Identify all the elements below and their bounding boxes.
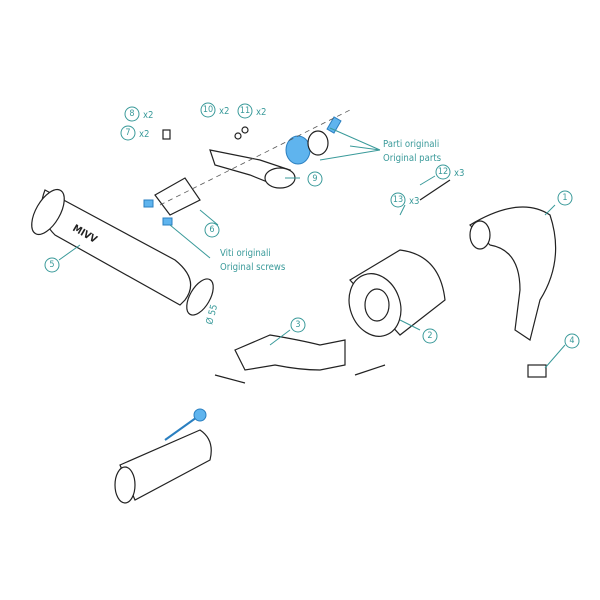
catalyst-part-2 [348, 249, 446, 337]
svg-text:x2: x2 [256, 107, 267, 118]
original-parts-it: Parti originali [383, 139, 439, 150]
svg-text:3: 3 [295, 320, 300, 330]
header-part-1 [469, 206, 557, 341]
svg-text:x2: x2 [143, 110, 154, 121]
original-screws-it: Viti originali [220, 248, 271, 259]
assembled-preview [114, 408, 212, 504]
svg-text:x3: x3 [409, 196, 420, 207]
callout-8: 8 x2 [124, 106, 154, 122]
callout-13: 13 x3 [390, 192, 420, 208]
clamp-part-4 [527, 364, 547, 378]
svg-text:5: 5 [49, 260, 54, 270]
leader-lines [58, 127, 566, 369]
callout-11: 11 x2 [237, 103, 267, 119]
svg-text:x3: x3 [454, 168, 465, 179]
callout-5: 5 [44, 257, 60, 273]
link-pipe-part-3 [234, 334, 346, 371]
header-inlet [469, 220, 491, 250]
svg-text:9: 9 [312, 174, 317, 184]
original-parts-en: Original parts [383, 153, 442, 164]
svg-text:11: 11 [240, 106, 250, 116]
svg-text:10: 10 [203, 105, 213, 115]
callout-7: 7 x2 [120, 125, 150, 141]
callout-6: 6 [204, 222, 220, 238]
callout-2: 2 [422, 328, 438, 344]
svg-text:2: 2 [427, 331, 432, 341]
svg-text:6: 6 [209, 225, 214, 235]
svg-text:13: 13 [393, 195, 403, 205]
callout-9: 9 [307, 171, 323, 187]
svg-text:12: 12 [438, 167, 448, 177]
svg-text:4: 4 [569, 336, 574, 346]
callout-1: 1 [557, 190, 573, 206]
diameter-dimension: Ø 55 [204, 303, 220, 325]
callout-12: 12 x3 [435, 164, 465, 180]
svg-text:x2: x2 [219, 106, 230, 117]
callout-4: 4 [564, 333, 580, 349]
callout-3: 3 [290, 317, 306, 333]
svg-text:x2: x2 [139, 129, 150, 140]
svg-text:8: 8 [129, 109, 134, 119]
bracket-assembly [143, 109, 351, 226]
silencer-part-5: MIVV [31, 188, 214, 316]
svg-text:7: 7 [125, 128, 130, 138]
callout-10: 10 x2 [200, 102, 230, 118]
original-screws-en: Original screws [220, 262, 286, 273]
svg-text:1: 1 [562, 193, 567, 203]
springs [214, 179, 451, 384]
